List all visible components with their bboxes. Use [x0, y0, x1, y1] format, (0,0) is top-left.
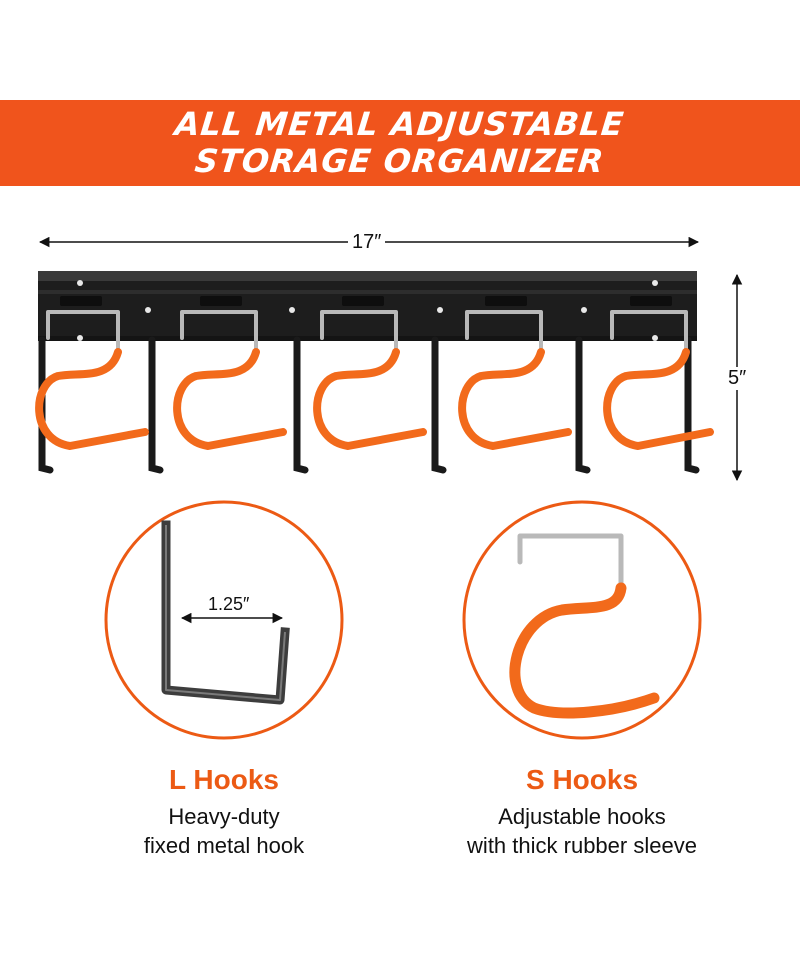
l-hooks-line-1: Heavy-duty: [168, 804, 280, 829]
width-dimension-label: 17″: [348, 231, 386, 254]
l-hooks-row: [38, 336, 700, 474]
title-banner: ALL METAL ADJUSTABLE STORAGE ORGANIZER: [0, 100, 800, 186]
l-hooks-description: Heavy-duty fixed metal hook: [54, 802, 394, 860]
rack-rail: [38, 271, 697, 341]
s-hooks-line-2: with thick rubber sleeve: [467, 833, 697, 858]
s-hooks-row: [35, 310, 714, 450]
l-hook-detail: [104, 500, 344, 740]
l-hooks-title: L Hooks: [169, 764, 279, 795]
s-hooks-title: S Hooks: [525, 764, 639, 795]
s-hook-detail: [462, 500, 702, 740]
s-hooks-description: Adjustable hooks with thick rubber sleev…: [412, 802, 752, 860]
s-hooks-line-1: Adjustable hooks: [498, 804, 666, 829]
l-hooks-line-2: fixed metal hook: [143, 833, 305, 858]
height-dimension-label: 5″: [724, 367, 751, 390]
l-hook-depth-label: 1.25″: [204, 594, 254, 615]
